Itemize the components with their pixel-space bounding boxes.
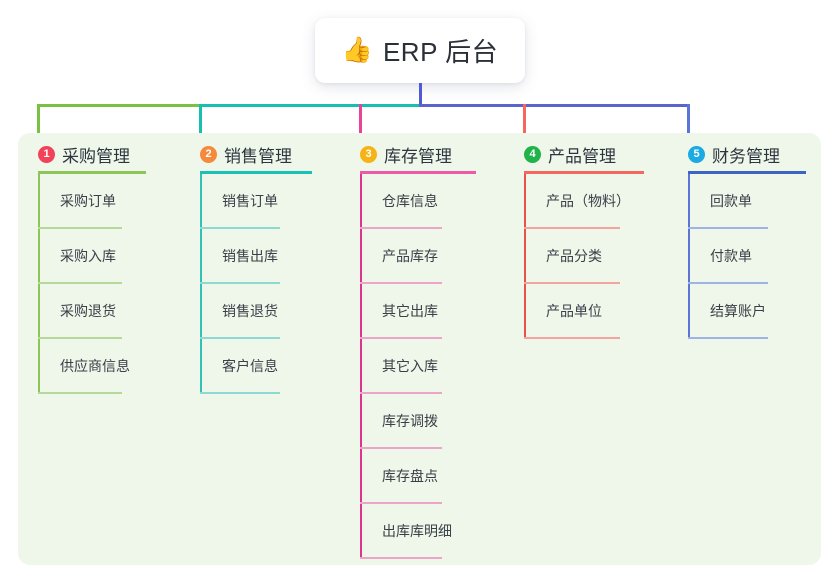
item-spine xyxy=(200,339,202,394)
item-spine xyxy=(360,284,362,339)
item-rule xyxy=(38,282,122,284)
column-badge-icon-4: 4 xyxy=(524,146,541,163)
item-spine xyxy=(38,229,40,284)
item-spine xyxy=(360,174,362,229)
connector-trunk xyxy=(419,83,422,107)
item-label: 销售订单 xyxy=(222,193,278,209)
connector-seg-col3-col5 xyxy=(419,104,690,107)
item-label: 产品单位 xyxy=(546,303,602,319)
item-rule xyxy=(524,337,620,339)
column-badge-icon-5: 5 xyxy=(688,146,705,163)
column-title-1: 采购管理 xyxy=(62,147,130,166)
connector-drop-col1 xyxy=(37,104,40,145)
item-rule xyxy=(200,337,280,339)
tree-panel: 1 采购管理采购订单采购入库采购退货供应商信息 2 销售管理销售订单销售出库销售退货客… xyxy=(18,133,821,565)
item-rule xyxy=(688,227,768,229)
item-label: 采购订单 xyxy=(60,193,116,209)
item-rule xyxy=(200,282,280,284)
item-spine xyxy=(200,174,202,229)
item-label: 产品库存 xyxy=(382,248,438,264)
item-rule xyxy=(360,392,442,394)
column-badge-icon-3: 3 xyxy=(360,146,377,163)
column-rule-3 xyxy=(360,171,476,174)
item-spine xyxy=(38,284,40,339)
item-rule xyxy=(524,282,620,284)
thumbs-up-icon: 👍 xyxy=(341,36,373,64)
item-spine xyxy=(200,229,202,284)
column-rule-1 xyxy=(38,171,146,174)
column-rule-4 xyxy=(524,171,644,174)
item-spine xyxy=(360,339,362,394)
connector-drop-col3 xyxy=(359,104,362,145)
item-spine xyxy=(360,449,362,504)
item-label: 销售出库 xyxy=(222,248,278,264)
item-spine xyxy=(360,504,362,559)
item-label: 库存盘点 xyxy=(382,468,438,484)
item-label: 产品分类 xyxy=(546,248,602,264)
connector-drop-col5 xyxy=(687,104,690,145)
connector-seg-col1-col2 xyxy=(37,104,199,107)
item-label: 采购退货 xyxy=(60,303,116,319)
item-label: 回款单 xyxy=(710,193,752,209)
item-rule xyxy=(688,337,768,339)
item-spine xyxy=(360,394,362,449)
item-label: 客户信息 xyxy=(222,358,278,374)
item-rule xyxy=(360,282,442,284)
item-rule xyxy=(360,337,442,339)
item-label: 销售退货 xyxy=(222,303,278,319)
item-spine xyxy=(688,284,690,339)
item-spine xyxy=(38,339,40,394)
item-label: 库存调拨 xyxy=(382,413,438,429)
item-label: 其它入库 xyxy=(382,358,438,374)
item-rule xyxy=(38,337,122,339)
item-rule xyxy=(200,392,280,394)
connector-seg-col2-col3 xyxy=(199,104,422,107)
column-rule-5 xyxy=(688,171,806,174)
item-rule xyxy=(524,227,620,229)
column-header-2[interactable]: 2 销售管理 xyxy=(200,142,292,167)
column-header-4[interactable]: 4 产品管理 xyxy=(524,142,616,167)
item-spine xyxy=(524,229,526,284)
item-label: 出库库明细 xyxy=(382,523,452,539)
item-spine xyxy=(360,229,362,284)
connector-drop-col4 xyxy=(523,104,526,145)
root-node-card[interactable]: 👍 ERP 后台 xyxy=(315,18,525,83)
column-badge-icon-2: 2 xyxy=(200,146,217,163)
item-rule xyxy=(200,227,280,229)
column-title-2: 销售管理 xyxy=(224,147,292,166)
item-spine xyxy=(688,174,690,229)
item-rule xyxy=(38,227,122,229)
item-spine xyxy=(524,284,526,339)
item-label: 仓库信息 xyxy=(382,193,438,209)
item-label: 结算账户 xyxy=(710,303,766,319)
item-rule xyxy=(688,282,768,284)
item-spine xyxy=(200,284,202,339)
column-title-5: 财务管理 xyxy=(712,147,780,166)
column-rule-2 xyxy=(200,171,312,174)
item-label: 供应商信息 xyxy=(60,358,130,374)
item-spine xyxy=(688,229,690,284)
root-node-content: 👍 ERP 后台 xyxy=(342,32,498,69)
item-rule xyxy=(360,502,442,504)
column-badge-icon-1: 1 xyxy=(38,146,55,163)
item-spine xyxy=(524,174,526,229)
item-label: 采购入库 xyxy=(60,248,116,264)
item-rule xyxy=(360,447,442,449)
root-node-label: ERP 后台 xyxy=(382,37,499,67)
item-spine xyxy=(38,174,40,229)
column-title-3: 库存管理 xyxy=(384,147,452,166)
item-rule xyxy=(360,227,442,229)
column-header-1[interactable]: 1 采购管理 xyxy=(38,142,130,167)
column-header-3[interactable]: 3 库存管理 xyxy=(360,142,452,167)
item-rule xyxy=(38,392,122,394)
column-header-5[interactable]: 5 财务管理 xyxy=(688,142,780,167)
item-label: 其它出库 xyxy=(382,303,438,319)
column-title-4: 产品管理 xyxy=(548,147,616,166)
connector-drop-col2 xyxy=(199,104,202,145)
item-label: 产品（物料） xyxy=(546,193,630,209)
item-rule xyxy=(360,557,442,559)
item-label: 付款单 xyxy=(710,248,752,264)
